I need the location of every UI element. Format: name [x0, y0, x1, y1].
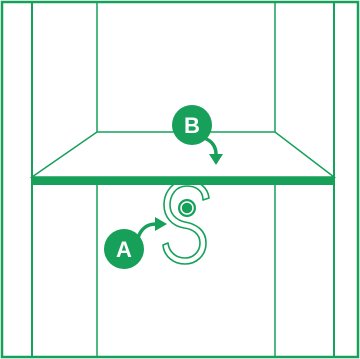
label-b-badge: B	[172, 105, 212, 145]
curved-arrow-icon	[138, 217, 167, 238]
label-a-text: A	[116, 237, 132, 262]
s-hook-icon	[163, 180, 209, 264]
label-b-text: B	[184, 113, 200, 138]
curved-arrow-icon-b	[204, 138, 223, 165]
label-a-badge: A	[104, 229, 144, 269]
